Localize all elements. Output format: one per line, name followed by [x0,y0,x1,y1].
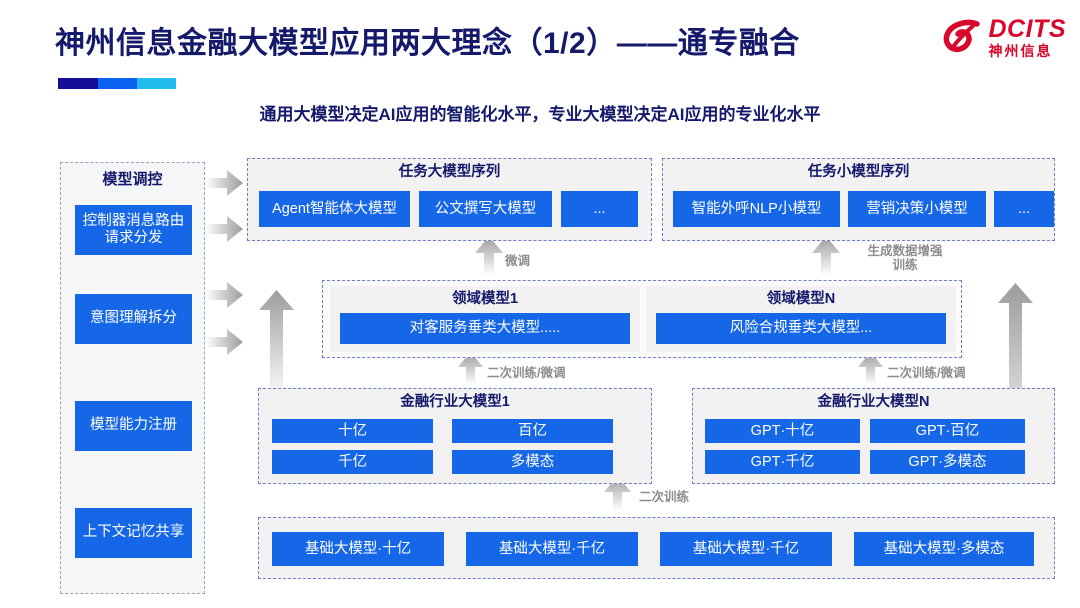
up-arrow-data-aug [812,236,840,275]
industry-n-chip-1[interactable]: GPT·十亿 [705,419,860,443]
arrow-label-data-aug: 生成数据增强 训练 [867,244,943,273]
industry-model-n-panel: 金融行业大模型N GPT·十亿 GPT·百亿 GPT·千亿 GPT·多模态 [692,388,1055,484]
sidebar-flow-arrow [205,170,243,355]
up-arrow-tall-left [259,290,294,400]
domain-model-1-title: 领域模型1 [451,291,519,307]
up-arrow-retrain-right [858,352,883,385]
model-control-panel: 模型调控 控制器消息路由请求分发 意图理解拆分 模型能力注册 上下文记忆共享 [60,162,205,594]
sidebar-item-context-memory[interactable]: 上下文记忆共享 [75,508,192,558]
task-small-model-panel: 任务小模型序列 智能外呼NLP小模型 营销决策小模型 ... [662,158,1055,241]
industry-model-n-title: 金融行业大模型N [817,394,930,410]
task-large-chip-more[interactable]: ... [561,191,638,227]
dcits-logo: DCITS 神州信息 [941,16,1067,58]
task-small-chip-more[interactable]: ... [994,191,1054,227]
task-large-chip-doc[interactable]: 公文撰写大模型 [419,191,552,227]
architecture-diagram: 微调 生成数据增强 训练 二次训练/微调 二次训练/微调 二次训练 模型调控 控… [0,150,1080,600]
industry-n-chip-4[interactable]: GPT·多模态 [870,450,1025,474]
task-small-model-title: 任务小模型序列 [807,164,910,180]
industry-model-1-panel: 金融行业大模型1 十亿 百亿 千亿 多模态 [258,388,652,484]
arrow-label-retrain-finetune-right: 二次训练/微调 [887,366,966,380]
sidebar-item-intent-parsing[interactable]: 意图理解拆分 [75,294,192,344]
accent-segment-2 [98,78,138,89]
domain-model-n-title: 领域模型N [766,291,836,307]
industry-1-chip-2[interactable]: 百亿 [452,419,613,443]
logo-text-en: DCITS [988,14,1066,43]
base-model-chip-2[interactable]: 基础大模型·千亿 [466,532,638,566]
logo-text-cn: 神州信息 [988,42,1053,59]
up-arrow-tall-right [998,283,1033,475]
base-model-chip-3[interactable]: 基础大模型·千亿 [660,532,832,566]
sidebar-item-capability-registry[interactable]: 模型能力注册 [75,401,192,451]
model-control-title: 模型调控 [102,171,163,188]
arrow-label-retrain: 二次训练 [639,490,690,504]
page-subtitle: 通用大模型决定AI应用的智能化水平，专业大模型决定AI应用的专业化水平 [259,105,821,124]
up-arrow-retrain-bottom [604,476,631,510]
up-arrow-retrain-left [458,352,483,385]
base-models-panel: 基础大模型·十亿 基础大模型·千亿 基础大模型·千亿 基础大模型·多模态 [258,517,1055,579]
industry-n-chip-3[interactable]: GPT·千亿 [705,450,860,474]
title-accent-bar [58,78,176,89]
arrow-layer [205,170,1033,510]
industry-1-chip-1[interactable]: 十亿 [272,419,433,443]
arrow-label-retrain-finetune-left: 二次训练/微调 [487,366,566,380]
task-small-chip-marketing[interactable]: 营销决策小模型 [848,191,986,227]
task-large-model-panel: 任务大模型序列 Agent智能体大模型 公文撰写大模型 ... [247,158,652,241]
industry-n-chip-2[interactable]: GPT·百亿 [870,419,1025,443]
industry-model-1-title: 金融行业大模型1 [400,394,510,410]
industry-1-chip-3[interactable]: 千亿 [272,450,433,474]
accent-segment-1 [58,78,99,89]
domain-model-n-chip[interactable]: 风险合规垂类大模型... [656,313,946,344]
domain-models-panel: 领域模型1 对客服务垂类大模型..... 领域模型N 风险合规垂类大模型... [322,280,962,358]
industry-1-chip-4[interactable]: 多模态 [452,450,613,474]
page-title: 神州信息金融大模型应用两大理念（1/2）——通专融合 [55,27,800,60]
sidebar-item-controller-routing[interactable]: 控制器消息路由请求分发 [75,205,192,255]
task-small-chip-nlp[interactable]: 智能外呼NLP小模型 [673,191,840,227]
accent-segment-3 [137,78,176,89]
task-large-chip-agent[interactable]: Agent智能体大模型 [259,191,410,227]
arrow-label-fine-tune: 微调 [505,254,531,268]
domain-model-1-chip[interactable]: 对客服务垂类大模型..... [340,313,630,344]
task-large-model-title: 任务大模型序列 [398,164,501,180]
base-model-chip-4[interactable]: 基础大模型·多模态 [854,532,1034,566]
up-arrow-fine-tune [475,236,503,275]
base-model-chip-1[interactable]: 基础大模型·十亿 [272,532,444,566]
dcits-swirl-icon [941,16,983,58]
